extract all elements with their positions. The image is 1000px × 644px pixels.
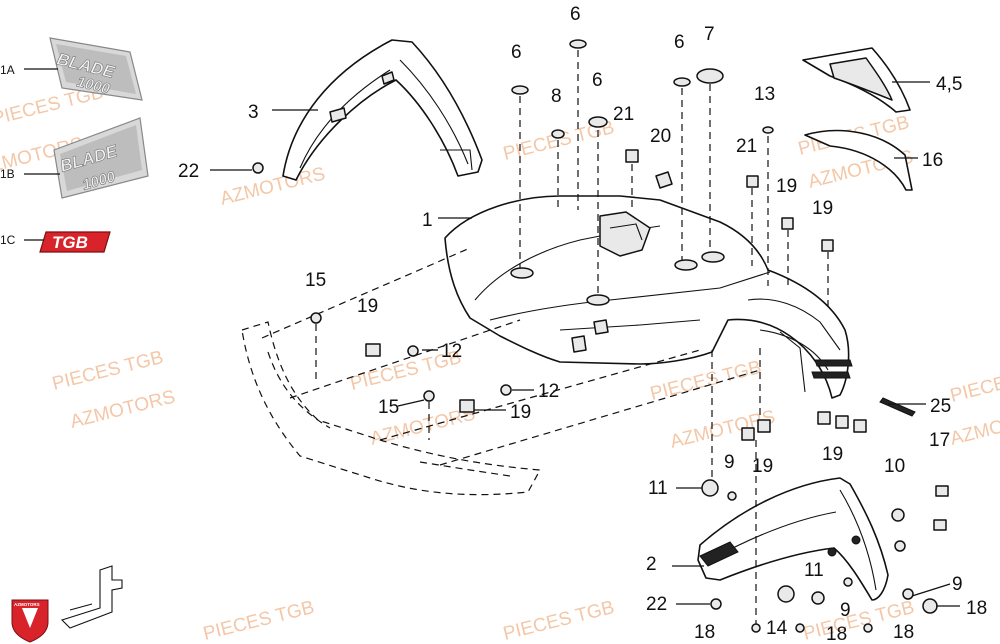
callout-19: 19 (357, 296, 378, 317)
watermark-pieces-tgb: PIECES TGB (648, 357, 763, 405)
callout-17: 17 (929, 430, 950, 451)
part-4-5-upper-trim (802, 47, 911, 113)
callout-19: 19 (510, 402, 531, 423)
callout-19: 19 (812, 198, 833, 219)
callout-11: 11 (648, 478, 668, 499)
callout-1a: 1A (0, 63, 15, 77)
decal-1c-brand-text: TGB (52, 233, 88, 252)
callout-2: 2 (646, 554, 657, 575)
callout-14: 14 (766, 618, 788, 639)
watermark-pieces-tgb: PIECES TGB (501, 597, 616, 644)
callout-22: 22 (178, 161, 199, 182)
watermark-pieces-tgb: PIECES TGB (948, 359, 1000, 407)
decal-1c-tgb-logo: TGB (39, 231, 111, 253)
callout-13: 13 (754, 84, 775, 105)
callout-18: 18 (694, 622, 715, 643)
callout-18: 18 (966, 598, 987, 619)
watermark-pieces-tgb: PIECES TGB (201, 597, 316, 644)
front-direction-icon (60, 565, 123, 629)
callout-15: 15 (305, 270, 326, 291)
callout-6: 6 (511, 42, 522, 63)
callout-9: 9 (840, 600, 851, 621)
callout-9: 9 (724, 452, 735, 473)
callout-20: 20 (650, 126, 671, 147)
callout-18: 18 (826, 624, 847, 644)
callout-21: 21 (613, 104, 634, 125)
callout-6: 6 (674, 32, 685, 53)
callout-1c: 1C (0, 233, 16, 247)
callout-11: 11 (804, 560, 824, 581)
watermark-azmotors: AZMOTORS (948, 404, 1000, 450)
part-25-rod (879, 397, 916, 417)
callout-21: 21 (736, 136, 757, 157)
logo-text: AZMOTORS (14, 602, 40, 607)
decal-1a: BLADE 1000 (49, 37, 143, 101)
callout-12: 12 (441, 341, 462, 362)
callout-7: 7 (704, 24, 715, 45)
callout-19: 19 (776, 176, 797, 197)
azmotors-logo: AZMOTORS (11, 599, 49, 643)
part-16-trim-strip (804, 129, 913, 191)
decal-1a-model-text: 1000 (75, 73, 112, 98)
leader-lines (24, 68, 960, 607)
callout-19: 19 (822, 444, 843, 465)
decal-1b: BLADE 1000 (53, 117, 149, 199)
callout-1b: 1B (0, 167, 15, 181)
hardware-layer (252, 39, 949, 633)
callout-12: 12 (538, 381, 559, 402)
part-1-front-body-panel (444, 195, 853, 399)
part-3-left-fender-trim (282, 39, 483, 181)
watermark-pieces-tgb: PIECES TGB (50, 347, 165, 395)
watermark-azmotors: AZMOTORS (68, 387, 177, 433)
callout-10: 10 (884, 456, 905, 477)
part-2-right-fender (697, 477, 889, 601)
lower-bumper-phantom (241, 247, 761, 496)
callout-9: 9 (952, 574, 963, 595)
callout-labels: 1A 1B 1C 3 22 1 6 6 6 6 7 8 21 20 13 21 … (0, 4, 987, 644)
callout-6: 6 (592, 70, 603, 91)
callout-4-5: 4,5 (936, 74, 962, 95)
callout-1: 1 (422, 210, 433, 231)
callout-19: 19 (752, 456, 773, 477)
callout-15: 15 (378, 397, 399, 418)
callout-22: 22 (646, 594, 667, 615)
callout-25: 25 (930, 396, 951, 417)
callout-6: 6 (570, 4, 581, 25)
callout-16: 16 (922, 150, 943, 171)
callout-18: 18 (893, 622, 914, 643)
assembly-lines (315, 50, 829, 624)
callout-8: 8 (551, 86, 562, 107)
callout-3: 3 (248, 102, 259, 123)
